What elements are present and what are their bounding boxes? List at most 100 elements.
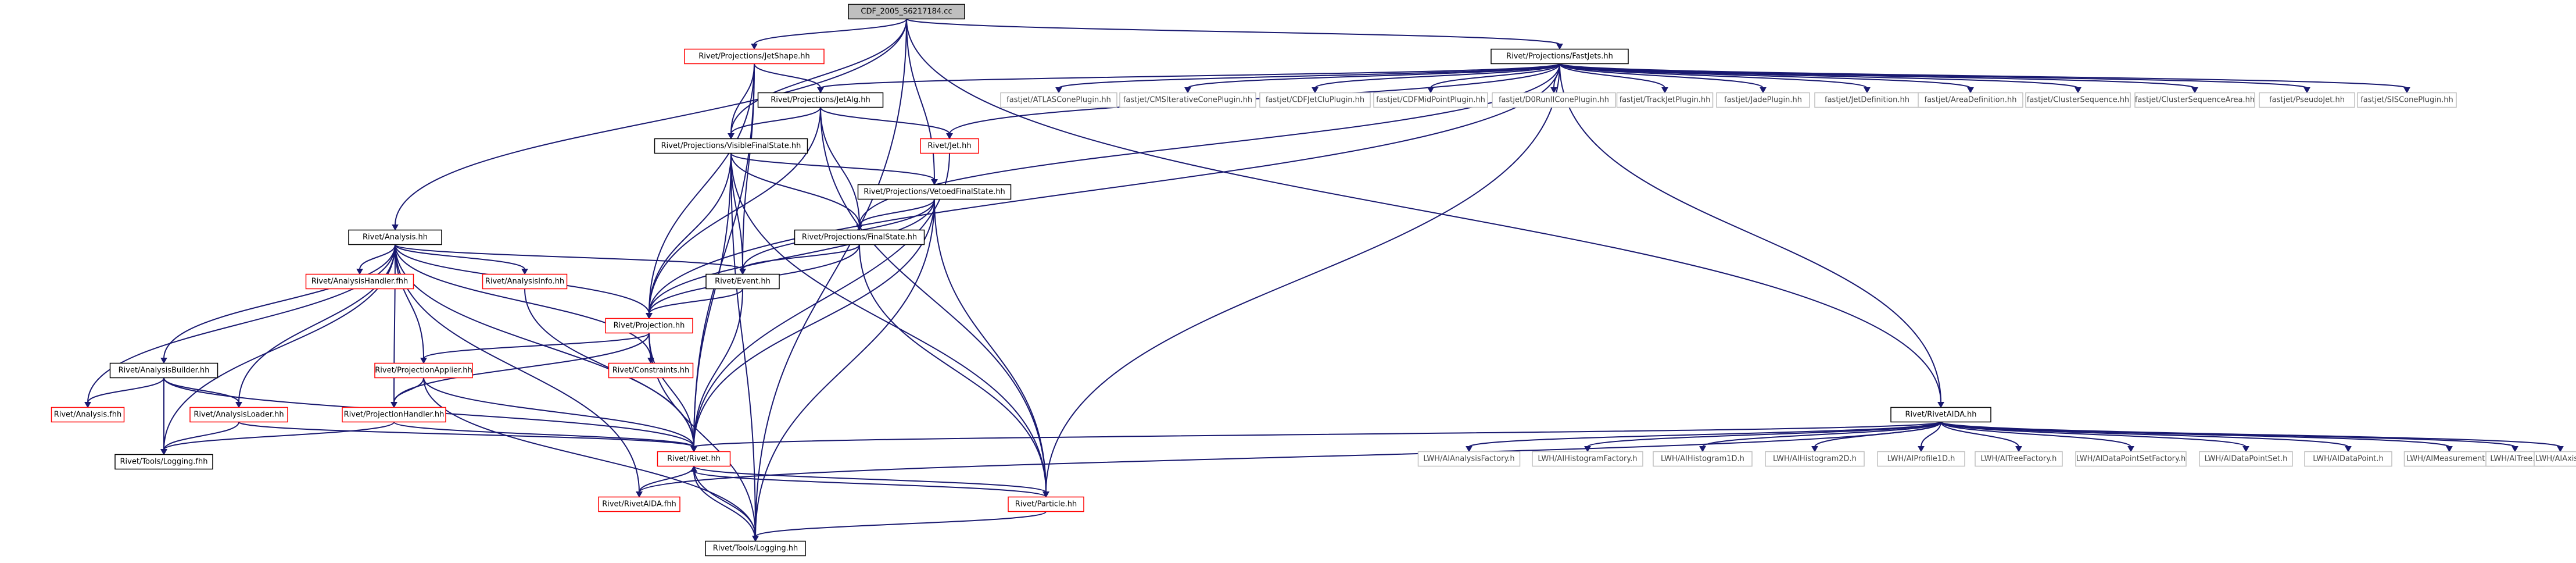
edge-vetoedfs-to-particle	[934, 199, 1049, 498]
node-toolslogfhh[interactable]: Rivet/Tools/Logging.fhh	[114, 454, 213, 470]
arrow-head	[356, 269, 363, 275]
edge-line	[1559, 63, 1764, 89]
edge-line	[859, 199, 935, 226]
node-label: LWH/AITree.h	[2490, 455, 2539, 464]
node-label: LWH/AIDataPoint.h	[2313, 455, 2383, 464]
edge-fastjets-to-cdfjetclu	[1312, 63, 1560, 94]
edge-root-to-vetoedfs	[906, 19, 938, 186]
node-box	[608, 362, 694, 379]
node-box	[189, 407, 288, 423]
node-analysisfhh[interactable]: Rivet/Analysis.fhh	[51, 407, 125, 423]
node-lwh_dp: LWH/AIDataPoint.h	[2304, 451, 2392, 467]
node-lwh_h2: LWH/AIHistogram2D.h	[1765, 451, 1865, 467]
edge-rivetaida-to-lwh_h2	[1811, 422, 1941, 452]
node-label: fastjet/PseudoJet.hh	[2269, 96, 2345, 105]
edge-visiblefs-to-vetoedfs	[730, 152, 938, 186]
node-label: LWH/AIDataPointSet.h	[2205, 455, 2288, 464]
edge-projapplier-to-projhandler	[390, 377, 424, 408]
node-label: fastjet/D0RunIIConePlugin.hh	[1499, 96, 1609, 105]
arrow-head	[1184, 87, 1191, 94]
arrow-head	[931, 179, 938, 186]
edge-line	[1940, 421, 2561, 448]
node-rivetaidafhh[interactable]: Rivet/RivetAIDA.fhh	[598, 496, 680, 512]
node-toolslog[interactable]: Rivet/Tools/Logging.hh	[705, 540, 806, 557]
node-box	[857, 184, 1012, 200]
edge-visiblefs-to-event	[730, 153, 746, 275]
node-box	[657, 451, 731, 467]
node-label: fastjet/CDFMidPointPlugin.hh	[1376, 96, 1485, 105]
arrow-head	[1312, 87, 1319, 94]
node-event[interactable]: Rivet/Event.hh	[705, 273, 780, 290]
edge-line	[934, 199, 1047, 493]
node-areadef: fastjet/AreaDefinition.hh	[1918, 92, 2023, 108]
edge-fastjets-to-jade	[1559, 63, 1767, 94]
node-box	[2357, 92, 2457, 108]
edge-line	[649, 333, 694, 447]
node-jet[interactable]: Rivet/Jet.hh	[920, 138, 979, 154]
node-analysisinfo[interactable]: Rivet/AnalysisInfo.hh	[482, 273, 568, 290]
node-jade: fastjet/JadePlugin.hh	[1716, 92, 1810, 108]
edge-line	[649, 199, 935, 314]
node-box	[305, 273, 414, 290]
node-rivetaida[interactable]: Rivet/RivetAIDA.hh	[1890, 407, 1991, 423]
node-label: LWH/AIAnalysisFactory.h	[1423, 455, 1514, 464]
edge-line	[1940, 422, 2019, 447]
node-label: LWH/AIMeasurement.h	[2406, 455, 2492, 464]
node-jetshape[interactable]: Rivet/Projections/JetShape.hh	[684, 48, 825, 65]
node-label: LWH/AIDataPointSetFactory.h	[2076, 455, 2186, 464]
node-label: Rivet/Jet.hh	[927, 142, 971, 151]
node-label: Rivet/Analysis.fhh	[54, 411, 122, 419]
arrow-head	[2345, 446, 2352, 452]
node-projhandler[interactable]: Rivet/ProjectionHandler.hh	[342, 407, 446, 423]
edge-jetalg-to-visiblefs	[728, 107, 821, 140]
edge-analysisloader-to-rivethh	[238, 421, 697, 452]
node-label: Rivet/ProjectionHandler.hh	[344, 411, 445, 419]
edge-line	[1814, 422, 1941, 447]
arrow-head	[646, 313, 653, 319]
node-vetoedfs[interactable]: Rivet/Projections/VetoedFinalState.hh	[857, 184, 1012, 200]
node-label: LWH/AIHistogramFactory.h	[1538, 455, 1637, 464]
node-visiblefs[interactable]: Rivet/Projections/VisibleFinalState.hh	[654, 138, 808, 154]
arrow-head	[1466, 446, 1472, 452]
edge-line	[1702, 421, 1941, 448]
edge-rivetaida-to-lwh_axis	[1940, 421, 2564, 452]
edge-line	[395, 19, 907, 226]
arrow-head	[1918, 446, 1925, 452]
node-box	[1000, 92, 1117, 108]
node-box	[2403, 451, 2495, 467]
node-fastjets[interactable]: Rivet/Projections/FastJets.hh	[1491, 48, 1629, 65]
edge-analysisbuilder-to-analysisfhh	[84, 377, 164, 408]
node-projapplier[interactable]: Rivet/ProjectionApplier.hh	[374, 362, 473, 379]
node-rivethh[interactable]: Rivet/Rivet.hh	[657, 451, 731, 467]
node-particle[interactable]: Rivet/Particle.hh	[1008, 496, 1084, 512]
node-box	[757, 92, 884, 108]
node-jetalg[interactable]: Rivet/Projections/JetAlg.hh	[757, 92, 884, 108]
edge-line	[1559, 63, 1971, 89]
edge-rivetaida-to-lwh_dpsf	[1940, 421, 2134, 452]
node-label: fastjet/JetDefinition.hh	[1825, 96, 1909, 105]
node-analysis[interactable]: Rivet/Analysis.hh	[348, 229, 442, 245]
node-root[interactable]: CDF_2005_S6217184.cc	[848, 3, 965, 20]
arrow-head	[728, 133, 735, 140]
edge-line	[359, 244, 396, 270]
edge-line	[755, 19, 907, 537]
node-lwh_p1: LWH/AIProfile1D.h	[1877, 451, 1965, 467]
node-label: Rivet/Projections/JetShape.hh	[698, 52, 810, 61]
node-analysishandler[interactable]: Rivet/AnalysisHandler.fhh	[305, 273, 414, 290]
node-analysisbuilder[interactable]: Rivet/AnalysisBuilder.hh	[109, 362, 218, 379]
node-projection[interactable]: Rivet/Projection.hh	[605, 318, 693, 334]
edge-root-to-jetshape	[751, 19, 907, 50]
edge-fastjets-to-areadef	[1559, 63, 1974, 94]
node-label: Rivet/AnalysisInfo.hh	[485, 277, 564, 286]
node-box	[2534, 451, 2576, 467]
edge-line	[730, 63, 755, 134]
edge-line	[820, 107, 950, 134]
edge-finalstate-to-event	[739, 244, 860, 275]
node-label: fastjet/TrackJetPlugin.hh	[1620, 96, 1711, 105]
node-constraints[interactable]: Rivet/Constraints.hh	[608, 362, 694, 379]
node-finalstate[interactable]: Rivet/Projections/FinalState.hh	[794, 229, 925, 245]
edge-line	[906, 19, 935, 180]
node-box	[348, 229, 442, 245]
node-analysisloader[interactable]: Rivet/AnalysisLoader.hh	[189, 407, 288, 423]
edge-root-to-analysis	[392, 19, 907, 231]
